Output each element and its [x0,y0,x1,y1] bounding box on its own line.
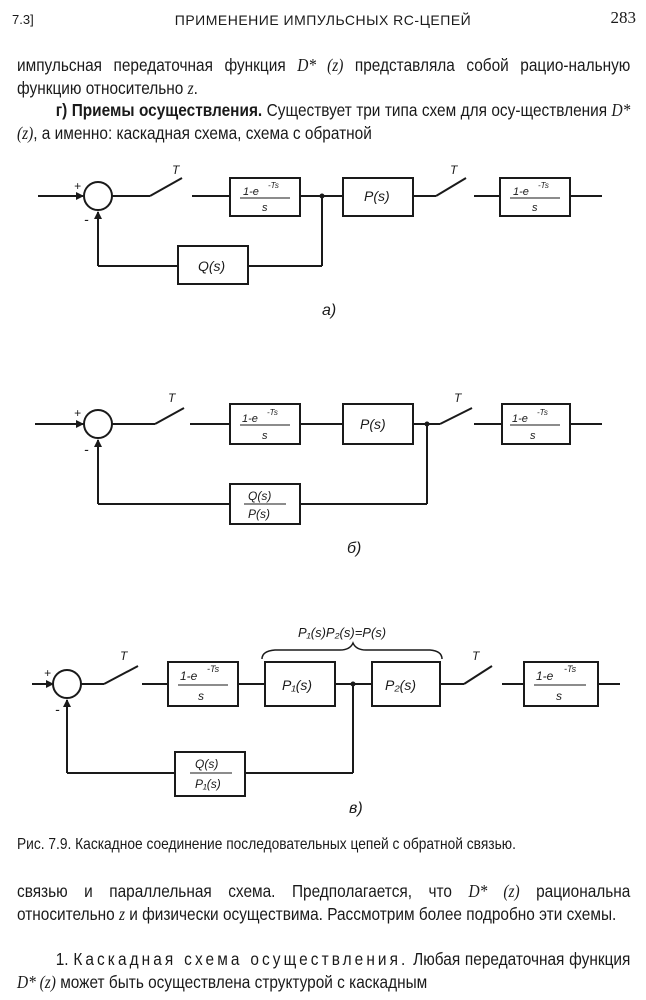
svg-text:s: s [198,689,204,703]
svg-text:T: T [172,163,181,177]
diagram-b-label: б) [347,540,362,557]
svg-text:-Ts: -Ts [538,181,549,190]
svg-text:Q(s): Q(s) [248,489,271,503]
svg-text:s: s [262,202,268,214]
paragraph-methods: г) Приемы осуществления. Существует три … [17,100,631,143]
svg-text:1-e: 1-e [512,413,528,425]
svg-text:1-e: 1-e [180,669,198,683]
svg-text:s: s [262,430,268,442]
svg-text:P₁(s): P₁(s) [282,677,312,693]
svg-text:Q(s): Q(s) [198,258,225,274]
svg-text:1-e: 1-e [513,186,529,198]
math-dz: D* (z) [297,55,344,75]
brace-label: P₁(s)P₂(s)=P(s) [298,625,386,640]
svg-text:+: + [44,666,51,680]
svg-text:-: - [55,701,60,717]
diagram-a-label: а) [322,302,337,319]
svg-text:s: s [530,430,536,442]
svg-text:+: + [74,179,81,193]
diagram-b: + - T T 1-e -Ts s P(s) 1-e -Ts s Q(s) P(… [35,391,602,525]
svg-text:-Ts: -Ts [268,181,279,190]
svg-text:Q(s): Q(s) [195,757,218,771]
paragraph-cascade: 1. Каскадная схема осуществления. Любая … [17,949,631,992]
paragraph-continuation: связью и параллельная схема. Предполагае… [17,881,631,924]
running-title: ПРИМЕНЕНИЕ ИМПУЛЬСНЫХ RC-ЦЕПЕЙ [174,12,472,28]
svg-text:T: T [472,649,481,663]
sampler-switch [149,177,183,197]
summing-junction [83,181,113,211]
svg-text:P₂(s): P₂(s) [385,677,416,693]
diagram-a: + - T T 1-e -Ts s P(s) 1-e -Ts s Q(s) [38,163,602,285]
page-number: 283 [610,8,637,27]
figure-caption: Рис. 7.9. Каскадное соединение последова… [17,836,516,853]
svg-text:P(s): P(s) [360,416,386,432]
math-dz: D* (z) [17,100,631,143]
svg-text:T: T [120,649,129,663]
svg-text:+: + [74,406,81,420]
diagram-c: + - T T 1-e -Ts s P₁(s) P₂(s) 1-e -Ts s … [32,625,620,797]
svg-text:-Ts: -Ts [207,664,220,674]
svg-text:P(s): P(s) [248,507,270,521]
svg-text:-: - [84,211,89,227]
svg-text:P₁(s): P₁(s) [195,777,221,791]
subsection-heading: г) Приемы осуществления. [55,100,263,120]
svg-text:T: T [454,391,463,405]
svg-text:1-e: 1-e [243,186,259,198]
spaced-heading: Каскадная схема осуществления. [73,949,409,969]
section-number: 7.3] [12,12,34,27]
svg-text:T: T [168,391,177,405]
paragraph-intro: импульсная передаточная функция D* (z) п… [17,55,631,98]
diagram-c-label: в) [349,800,363,817]
svg-text:s: s [556,689,562,703]
svg-text:s: s [532,202,538,214]
svg-text:-Ts: -Ts [267,408,278,417]
svg-text:1-e: 1-e [242,413,258,425]
svg-text:-Ts: -Ts [564,664,577,674]
sampler-switch-2 [435,177,467,197]
svg-text:1-e: 1-e [536,669,554,683]
svg-text:-: - [84,441,89,457]
svg-text:-Ts: -Ts [537,408,548,417]
svg-text:P(s): P(s) [364,188,390,204]
svg-text:T: T [450,163,459,177]
running-header: 7.3] ПРИМЕНЕНИЕ ИМПУЛЬСНЫХ RC-ЦЕПЕЙ 283 [0,8,646,30]
